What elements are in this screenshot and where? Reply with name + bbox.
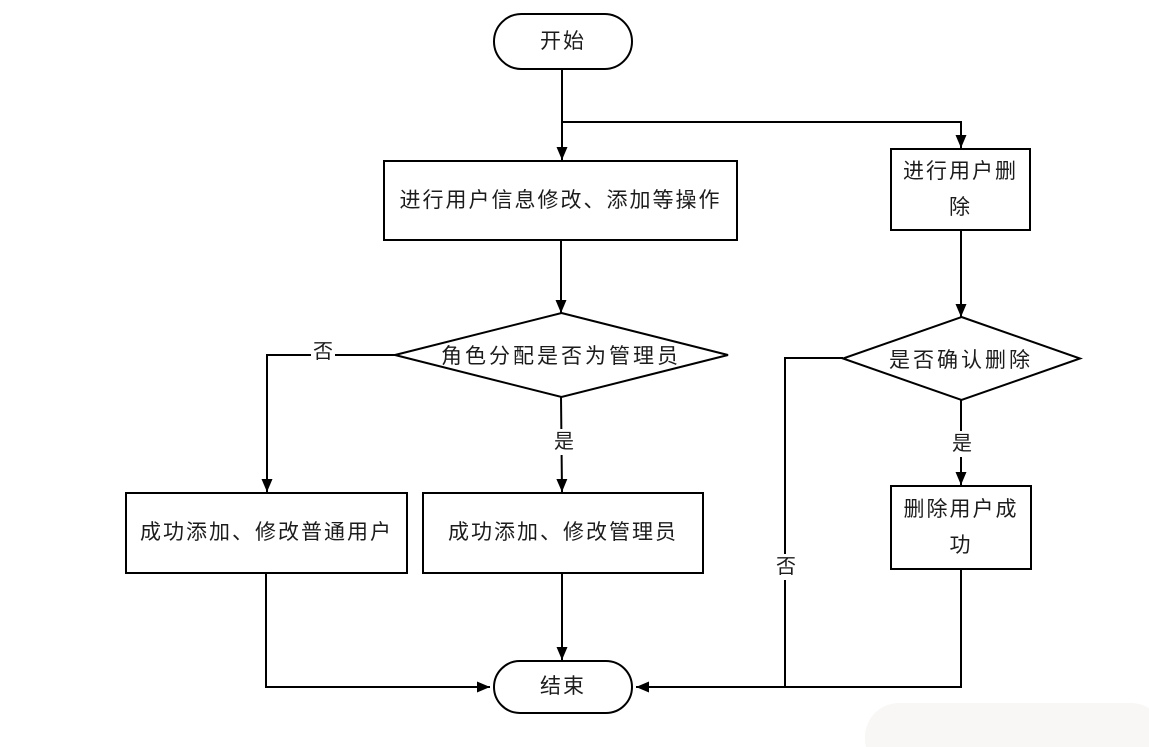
start-node: 开始 [493, 13, 633, 70]
edge-start-to-delete [562, 121, 967, 148]
confirm-decision-label: 是否确认删除 [889, 348, 1033, 372]
edge-result-user-to-end [265, 574, 490, 693]
edit-process-label: 进行用户信息修改、添加等操作 [399, 187, 722, 212]
corner-watermark-blob [865, 703, 1149, 747]
edit-process-node: 进行用户信息修改、添加等操作 [383, 160, 738, 241]
confirm-no-label: 否 [774, 554, 798, 580]
delete-process-label: 进行用户删除 [903, 158, 1018, 219]
role-yes-label: 是 [552, 429, 576, 455]
role-decision-diamond [394, 311, 729, 399]
result-admin-label: 成功添加、修改管理员 [448, 520, 678, 545]
result-user-node: 成功添加、修改普通用户 [125, 492, 408, 574]
confirm-yes-label: 是 [950, 431, 974, 457]
end-node: 结束 [493, 660, 633, 714]
role-decision-label: 角色分配是否为管理员 [441, 344, 681, 368]
edge-result-deleted-to-end [636, 570, 962, 693]
result-admin-node: 成功添加、修改管理员 [422, 492, 704, 574]
role-no-label: 否 [311, 339, 335, 365]
edge-confirm-no-rail [784, 357, 843, 687]
delete-process-node: 进行用户删除 [890, 148, 1031, 231]
start-node-label: 开始 [540, 28, 586, 53]
end-node-label: 结束 [540, 674, 586, 699]
result-user-label: 成功添加、修改普通用户 [140, 520, 393, 545]
result-deleted-label: 删除用户成功 [903, 496, 1019, 557]
confirm-decision-diamond [839, 315, 1084, 402]
edge-role-no-to-result-user [261, 354, 395, 492]
result-deleted-node: 删除用户成功 [890, 485, 1032, 570]
